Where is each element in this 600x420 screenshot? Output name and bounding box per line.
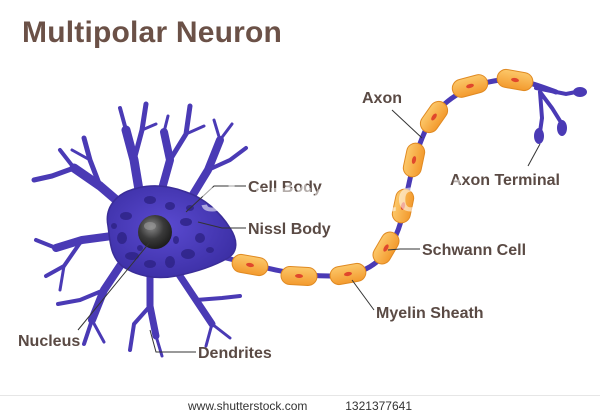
footer-site-url: www.shutterstock.com: [188, 399, 308, 413]
schwann-cell: [419, 100, 449, 134]
schwann-cell: [451, 74, 489, 98]
footer-image-id: 1321377641: [345, 399, 412, 413]
footer-bar: www.shutterstock.com 1321377641: [0, 395, 600, 420]
label-cell-body: Cell Body: [248, 179, 322, 196]
leader-nissl-body: [197, 221, 246, 229]
leader-nucleus: [77, 241, 151, 331]
leader-schwann-cell: [387, 248, 420, 251]
nucleus: [138, 215, 172, 249]
leader-lines: [77, 109, 541, 353]
leader-cell-body: [185, 185, 246, 213]
schwann-cell: [372, 231, 400, 265]
leader-dendrites: [149, 329, 196, 353]
schwann-cell: [402, 142, 426, 178]
label-dendrites: Dendrites: [198, 345, 272, 362]
nissl-bodies: [111, 196, 214, 268]
label-myelin-sheath: Myelin Sheath: [376, 305, 484, 322]
leader-myelin-sheath: [351, 279, 375, 311]
schwann-cell: [329, 262, 367, 286]
leader-axon-terminal: [527, 143, 541, 167]
diagram-title: Multipolar Neuron: [22, 16, 283, 49]
schwann-cell: [496, 68, 534, 92]
label-axon-terminal: Axon Terminal: [450, 172, 560, 189]
axon-terminal: [534, 86, 587, 144]
leader-axon: [391, 109, 423, 139]
label-nucleus: Nucleus: [18, 333, 80, 350]
schwann-cell: [280, 266, 318, 286]
schwann-cell: [231, 253, 269, 277]
label-axon: Axon: [362, 90, 402, 107]
dendrites: [31, 101, 248, 358]
schwann-cell: [391, 188, 415, 224]
myelin-sheath: [231, 68, 534, 286]
label-schwann-cell: Schwann Cell: [422, 242, 526, 259]
label-nissl-body: Nissl Body: [248, 221, 331, 238]
